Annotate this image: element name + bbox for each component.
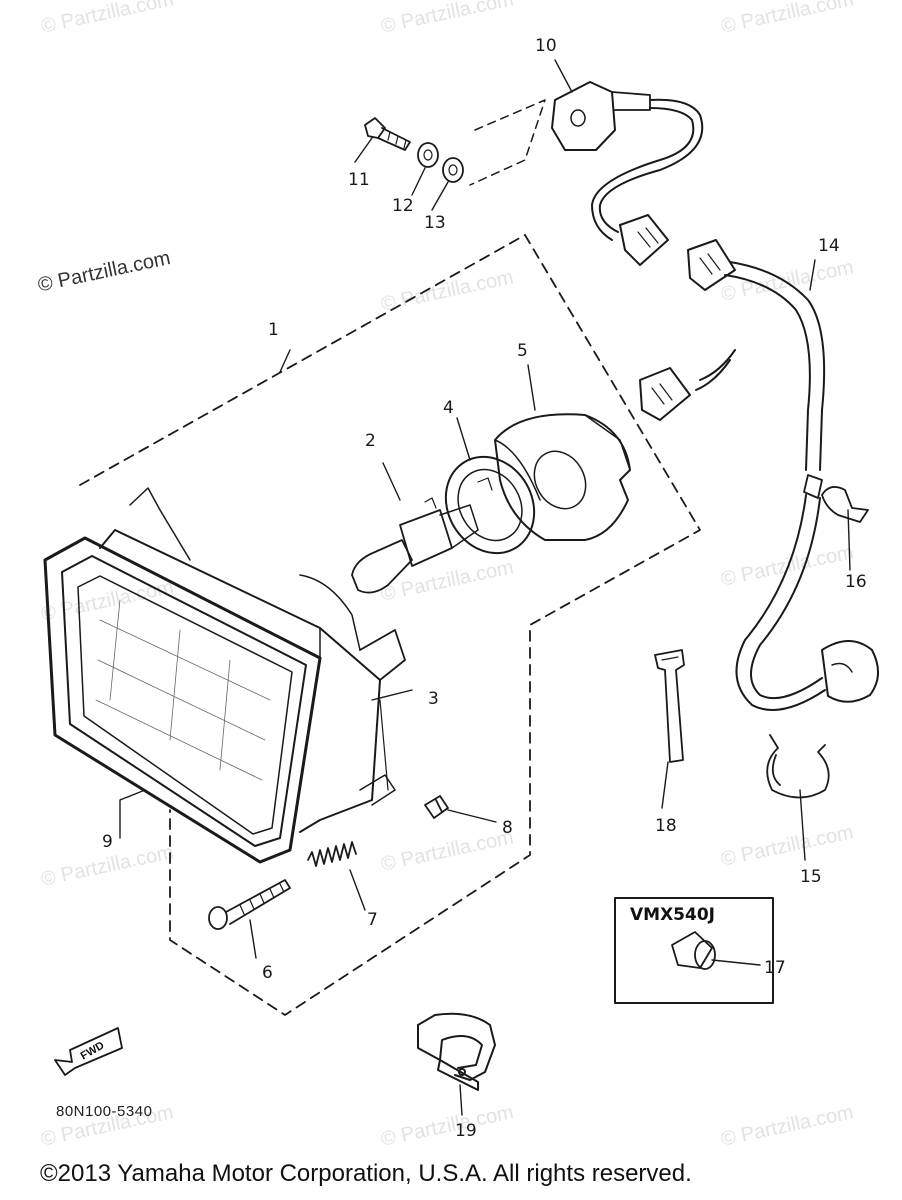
spring xyxy=(307,841,357,867)
bulb xyxy=(351,497,479,594)
clamp xyxy=(821,486,869,523)
callout-6: 6 xyxy=(262,963,273,983)
callout-19: 19 xyxy=(455,1121,477,1141)
callout-15: 15 xyxy=(800,867,822,887)
headlight-housing xyxy=(99,487,406,833)
variant-box xyxy=(614,897,774,1004)
fwd-arrow xyxy=(54,1027,123,1076)
bolt xyxy=(364,117,411,151)
adjusting-screw xyxy=(208,879,291,930)
lock-washer xyxy=(417,142,439,168)
callout-14: 14 xyxy=(818,236,840,256)
clip xyxy=(766,734,830,799)
switch-connector xyxy=(551,81,704,266)
callout-5: 5 xyxy=(517,341,528,361)
leader-lines xyxy=(119,59,851,1116)
wire-harness xyxy=(639,239,879,711)
dust-cover xyxy=(494,413,631,541)
callout-1: 1 xyxy=(268,320,279,340)
assembly-boundary xyxy=(79,234,701,1016)
headlight-frame xyxy=(43,536,322,864)
variant-label: VMX540J xyxy=(630,905,715,925)
callout-7: 7 xyxy=(367,910,378,930)
callout-10: 10 xyxy=(535,36,557,56)
retaining-ring xyxy=(444,455,536,555)
lens-texture xyxy=(95,599,271,781)
callout-11: 11 xyxy=(348,170,370,190)
callout-2: 2 xyxy=(365,431,376,451)
callout-12: 12 xyxy=(392,196,414,216)
part-code: 80N100-5340 xyxy=(56,1103,153,1120)
connector-boundary xyxy=(469,99,546,186)
nut xyxy=(424,795,449,819)
callout-4: 4 xyxy=(443,398,454,418)
grommet xyxy=(671,931,716,970)
plain-washer xyxy=(442,157,464,183)
callout-9: 9 xyxy=(102,832,113,852)
callout-16: 16 xyxy=(845,572,867,592)
copyright-notice: ©2013 Yamaha Motor Corporation, U.S.A. A… xyxy=(40,1160,692,1187)
bracket xyxy=(417,1012,496,1091)
callout-8: 8 xyxy=(502,818,513,838)
callout-3: 3 xyxy=(428,689,439,709)
callout-13: 13 xyxy=(424,213,446,233)
band xyxy=(654,649,685,763)
callout-18: 18 xyxy=(655,816,677,836)
callout-17: 17 xyxy=(764,958,786,978)
